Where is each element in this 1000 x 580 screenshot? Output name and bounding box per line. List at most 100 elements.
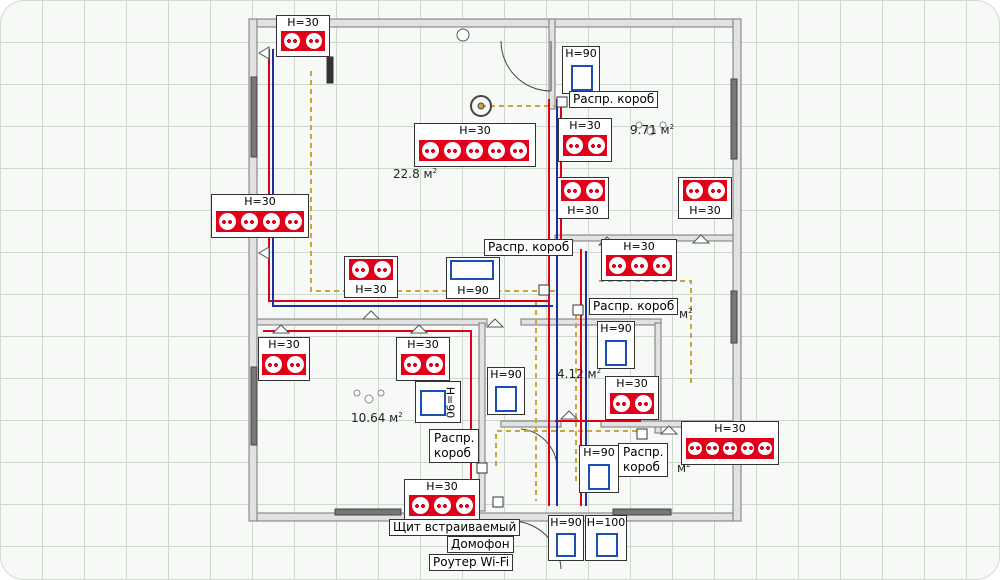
- panel-label: Щит встраиваемый: [389, 519, 521, 536]
- socket-pin-icon: [689, 446, 700, 451]
- socket-outlet-icon: [425, 356, 443, 373]
- socket-block[interactable]: H=30: [601, 239, 677, 281]
- switch-icon: [495, 386, 517, 412]
- socket-height-label: H=30: [459, 124, 491, 137]
- room-area-living: 22.8 м2: [393, 167, 438, 181]
- socket-outlet-icon: [630, 257, 648, 274]
- socket-outlet-icon: [286, 356, 304, 373]
- socket-outlet-icon: [487, 142, 505, 159]
- socket-block[interactable]: H=30: [344, 256, 398, 298]
- socket-height-label: H=30: [689, 204, 721, 217]
- socket-outlet-icon: [758, 441, 772, 456]
- socket-outlet-icon: [608, 257, 626, 274]
- room-area-hall: 4.12 м2: [557, 367, 602, 381]
- socket-block[interactable]: H=30: [605, 376, 659, 420]
- socket-block[interactable]: H=30: [414, 123, 536, 167]
- router-label: Роутер Wi-Fi: [429, 554, 514, 571]
- socket-pin-icon: [447, 148, 457, 153]
- switch-icon: [571, 65, 593, 91]
- intercom-label: Домофон: [447, 536, 514, 553]
- socket-height-label: H=30: [355, 283, 387, 296]
- switch-icon: [556, 533, 576, 557]
- switch-block[interactable]: H=90: [579, 445, 619, 493]
- junction-box-icons: [326, 56, 648, 508]
- socket-height-label: H=30: [616, 377, 648, 390]
- socket-outlet-icon: [612, 395, 630, 412]
- socket-height-label: H=30: [268, 338, 300, 351]
- switch-block[interactable]: H=100: [585, 515, 627, 561]
- switch-icon: [450, 260, 494, 280]
- socket-outlet-icon: [373, 261, 391, 278]
- socket-outlet-icon: [565, 137, 583, 154]
- socket-outlet-icon: [688, 441, 702, 456]
- socket-outlet-icon: [403, 356, 421, 373]
- socket-group: [262, 354, 306, 375]
- socket-height-label: H=30: [426, 480, 458, 493]
- socket-pin-icon: [634, 263, 644, 268]
- socket-block[interactable]: H=30: [211, 194, 309, 238]
- room-area-right: м2: [679, 307, 693, 321]
- chandelier-icon: [353, 121, 667, 404]
- switch-block[interactable]: H=90: [597, 321, 635, 369]
- socket-pin-icon: [589, 188, 599, 193]
- socket-pin-icon: [268, 362, 278, 367]
- socket-pin-icon: [287, 39, 297, 43]
- socket-outlet-icon: [585, 182, 603, 199]
- socket-pin-icon: [437, 503, 447, 508]
- windows: [250, 76, 738, 516]
- socket-outlet-icon: [685, 182, 703, 199]
- socket-pin-icon: [469, 148, 479, 153]
- room-area-bath: м2: [677, 461, 691, 475]
- socket-outlet-icon: [723, 441, 737, 456]
- junction-box-label: Распр. короб: [589, 298, 679, 315]
- socket-height-label: H=30: [244, 195, 276, 208]
- switch-block-rotated[interactable]: H=90: [415, 381, 461, 423]
- switch-block[interactable]: H=90: [548, 515, 584, 561]
- socket-outlet-icon: [634, 395, 652, 412]
- switch-height-label: H=90: [583, 446, 615, 459]
- socket-outlet-icon: [264, 356, 282, 373]
- switch-block[interactable]: H=90: [446, 257, 500, 299]
- socket-height-label: H=30: [714, 422, 746, 435]
- socket-group: [561, 180, 605, 201]
- switch-icon: [588, 464, 610, 490]
- switch-block[interactable]: H=90: [487, 367, 525, 415]
- socket-group: [563, 135, 607, 156]
- switch-height-label: H=100: [586, 516, 626, 529]
- socket-outlet-icon: [563, 182, 581, 199]
- socket-block[interactable]: H=30: [681, 421, 779, 465]
- socket-block[interactable]: H=30: [396, 337, 450, 381]
- socket-pin-icon: [429, 362, 439, 367]
- switch-height-label: H=90: [443, 386, 457, 419]
- socket-outlet-icon: [240, 213, 258, 230]
- socket-pin-icon: [244, 219, 254, 224]
- socket-outlet-icon: [443, 142, 461, 159]
- socket-pin-icon: [425, 148, 435, 153]
- socket-block[interactable]: H=30: [678, 177, 732, 219]
- socket-block[interactable]: H=30: [557, 177, 609, 219]
- ceiling-lamp-icon: [470, 95, 492, 117]
- socket-outlet-icon: [433, 497, 451, 514]
- socket-group: [606, 255, 672, 276]
- socket-block[interactable]: H=30: [558, 118, 612, 162]
- socket-pin-icon: [742, 446, 753, 451]
- socket-height-label: H=30: [407, 338, 439, 351]
- switch-block[interactable]: H=90: [562, 46, 600, 94]
- socket-group: [349, 259, 393, 280]
- socket-group: [683, 180, 727, 201]
- socket-height-label: H=30: [567, 204, 599, 217]
- junction-box-label: Распр. короб: [429, 429, 480, 463]
- socket-height-label: H=30: [623, 240, 655, 253]
- switch-icon: [420, 390, 446, 416]
- socket-block[interactable]: H=30: [404, 479, 480, 521]
- socket-pin-icon: [689, 188, 699, 193]
- switch-height-label: H=90: [600, 322, 632, 335]
- socket-pin-icon: [760, 446, 771, 451]
- socket-outlet-icon: [218, 213, 236, 230]
- socket-outlet-icon: [262, 213, 280, 230]
- room-area-kitchen: 10.64 м2: [351, 411, 403, 425]
- socket-pin-icon: [569, 143, 579, 148]
- socket-block[interactable]: H=30: [258, 337, 310, 381]
- socket-block[interactable]: H=30: [276, 15, 330, 57]
- switch-height-label: H=90: [490, 368, 522, 381]
